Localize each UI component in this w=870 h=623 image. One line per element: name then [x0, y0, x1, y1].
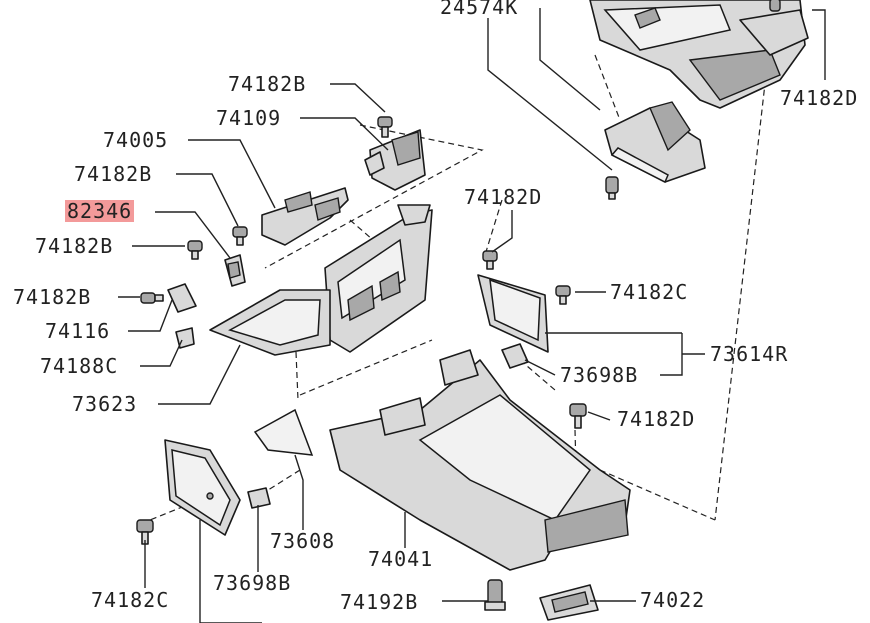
switch-bracket-part[interactable] [364, 129, 426, 191]
bin-73614r-part[interactable] [477, 274, 549, 353]
part-label-24574k[interactable]: 24574K [440, 0, 519, 19]
part-label-74182d-3[interactable]: 74182D [780, 86, 859, 110]
part-label-74182b-1[interactable]: 74182B [228, 72, 307, 96]
part-label-73614r[interactable]: 73614R [710, 342, 789, 366]
part-label-74022[interactable]: 74022 [640, 588, 706, 612]
part-label-74182c-1[interactable]: 74182C [610, 280, 689, 304]
part-label-74192b[interactable]: 74192B [340, 590, 419, 614]
part-label-74182b-4[interactable]: 74182B [13, 285, 92, 309]
center-front-panel-part[interactable] [324, 204, 433, 353]
console-lid-part[interactable] [589, 0, 809, 109]
leader-lines [118, 8, 826, 623]
part-label-74005[interactable]: 74005 [103, 128, 169, 152]
part-label-74182b-2[interactable]: 74182B [74, 162, 153, 186]
console-body-74041-part[interactable] [329, 349, 631, 571]
bracket-82346-part[interactable] [224, 254, 246, 287]
clip-small-part[interactable] [247, 487, 271, 509]
fastener-clips[interactable] [136, 0, 781, 611]
panel-74005-part[interactable] [261, 187, 349, 246]
side-trim-73623-part[interactable] [209, 289, 331, 356]
shift-boot-part[interactable] [604, 101, 706, 184]
part-label-74109[interactable]: 74109 [216, 106, 282, 130]
clip-73698b-part[interactable] [501, 343, 529, 369]
part-label-82346-highlighted[interactable]: 82346 [65, 199, 135, 223]
part-label-74188c[interactable]: 74188C [40, 354, 119, 378]
part-label-74182d-2[interactable]: 74182D [617, 407, 696, 431]
part-label-74182d-1[interactable]: 74182D [464, 185, 543, 209]
part-label-74182c-2[interactable]: 74182C [91, 588, 170, 612]
bracket-74022-part[interactable] [539, 584, 599, 621]
part-label-74116[interactable]: 74116 [45, 319, 111, 343]
part-label-73608[interactable]: 73608 [270, 529, 336, 553]
part-label-74041[interactable]: 74041 [368, 547, 434, 571]
clip-74188c-part[interactable] [175, 327, 195, 349]
part-label-73698b-2[interactable]: 73698B [213, 571, 292, 595]
part-label-73623[interactable]: 73623 [72, 392, 138, 416]
side-panel-part[interactable] [164, 439, 241, 536]
clip-74116-part[interactable] [167, 283, 197, 313]
part-label-73698b-1[interactable]: 73698B [560, 363, 639, 387]
plate-73608-part[interactable] [253, 408, 314, 456]
part-label-74182b-3[interactable]: 74182B [35, 234, 114, 258]
